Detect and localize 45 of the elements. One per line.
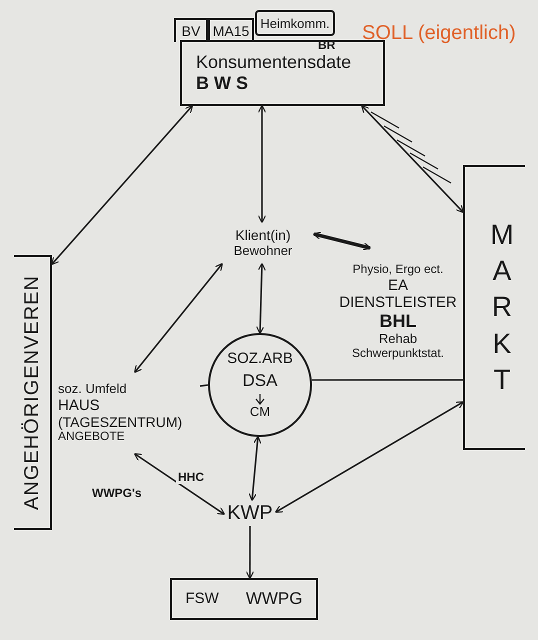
node-text: ANGEBOTE — [58, 430, 125, 444]
process-box — [170, 578, 318, 620]
arrow — [50, 104, 194, 266]
node-subtitle: Bewohner — [234, 244, 292, 259]
node-label: ANGEHÖRIGENVEREN — [20, 275, 44, 510]
node-label: KWP — [227, 502, 273, 524]
node-title: Klient(in) — [235, 227, 291, 244]
note-label: WWPG's — [92, 486, 142, 500]
node-text: DSA — [242, 371, 278, 391]
node-text: BHL — [380, 311, 416, 332]
node-text: EA — [388, 276, 408, 294]
edge-label: HHC — [176, 470, 206, 484]
node-title: soz. Umfeld — [58, 382, 127, 397]
arrow — [134, 453, 226, 515]
arrow — [258, 104, 266, 224]
bracket-box — [463, 165, 525, 450]
box-text: FSW — [186, 590, 219, 608]
circle-node — [208, 333, 312, 437]
node-text: (TAGESZENTRUM) — [58, 414, 182, 430]
node-text: Rehab — [378, 332, 418, 348]
arrow — [248, 436, 262, 502]
node-label: MARKT — [489, 218, 515, 398]
arrow — [361, 104, 464, 214]
box-text: WWPG — [246, 589, 302, 609]
node-text: HAUS — [58, 396, 100, 414]
title: SOLL (eigentlich) — [362, 22, 516, 45]
connector-line — [312, 379, 463, 381]
node-text: Physio, Ergo ect. — [352, 263, 444, 277]
node-title: DIENSTLEISTER — [339, 294, 457, 312]
node-title: SOZ.ARB — [227, 350, 293, 368]
connector-line — [200, 384, 208, 387]
arrow — [256, 262, 266, 334]
tab: MA15 — [208, 18, 254, 42]
bracket-box — [14, 255, 52, 530]
tab: Heimkomm. — [255, 10, 335, 36]
node-text: Schwerpunktstat. — [352, 347, 444, 361]
node-text: CM — [250, 404, 270, 420]
arrow — [134, 262, 223, 374]
arrow — [312, 232, 372, 250]
arrow — [274, 401, 464, 513]
box-subtitle: B W S — [196, 73, 248, 94]
arrow — [246, 526, 254, 580]
box-title: Konsumentensdate — [196, 52, 352, 73]
tab: BV — [174, 18, 208, 42]
process-box — [180, 40, 385, 106]
